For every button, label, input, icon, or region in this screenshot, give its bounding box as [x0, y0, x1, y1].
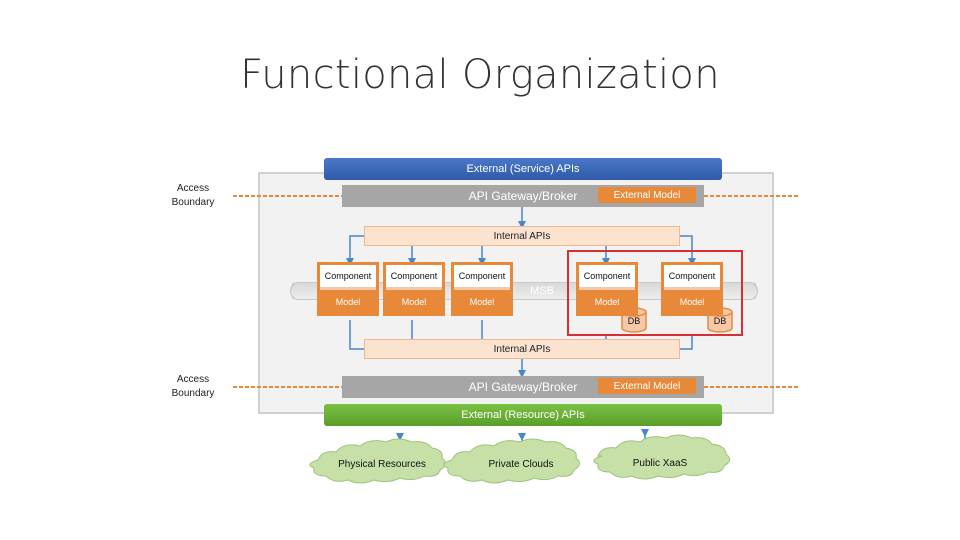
internal-apis-bottom: Internal APIs	[364, 339, 680, 359]
model-label: Model	[386, 290, 442, 313]
model-label: Model	[579, 290, 635, 313]
db-label: DB	[627, 316, 641, 326]
db-1: DB	[622, 308, 646, 330]
public-xaas-label: Public XaaS	[632, 458, 688, 469]
model-label: Model	[454, 290, 510, 313]
component-label: Component	[320, 265, 376, 287]
external-model-bottom: External Model	[598, 378, 696, 394]
api-gateway-bottom: API Gateway/Broker External Model	[342, 376, 704, 398]
api-gateway-bottom-label: API Gateway/Broker	[468, 380, 578, 394]
component-label: Component	[454, 265, 510, 287]
component-2: Component Model	[383, 262, 445, 316]
component-label: Component	[664, 265, 720, 287]
component-3: Component Model	[451, 262, 513, 316]
cloud-public-xaas	[593, 434, 730, 480]
component-4: Component Model	[576, 262, 638, 316]
connectors-top	[346, 206, 696, 266]
access-boundary-label-bottom: Access Boundary	[171, 374, 215, 399]
component-label: Component	[579, 265, 635, 287]
api-gateway-top: API Gateway/Broker External Model	[342, 185, 704, 207]
component-5: Component Model	[661, 262, 723, 316]
external-model-top: External Model	[598, 187, 696, 203]
access-boundary-label-top: Access Boundary	[171, 183, 215, 208]
component-1: Component Model	[317, 262, 379, 316]
external-service-apis-bar: External (Service) APIs	[324, 158, 722, 180]
model-label: Model	[320, 290, 376, 313]
page-title: Functional Organization	[240, 52, 720, 98]
api-gateway-top-label: API Gateway/Broker	[468, 189, 578, 203]
cloud-physical-resources	[309, 438, 446, 484]
model-label: Model	[664, 290, 720, 313]
private-clouds-label: Private Clouds	[488, 459, 554, 470]
internal-apis-top: Internal APIs	[364, 226, 680, 246]
cloud-private-clouds	[443, 438, 580, 484]
physical-resources-label: Physical Resources	[338, 459, 426, 470]
connectors-bottom	[349, 320, 693, 378]
highlight-box	[567, 250, 743, 336]
external-resource-apis-bar: External (Resource) APIs	[324, 404, 722, 426]
component-label: Component	[386, 265, 442, 287]
db-2: DB	[708, 308, 732, 330]
db-label: DB	[713, 316, 727, 326]
msb-label: MSB	[530, 285, 554, 297]
